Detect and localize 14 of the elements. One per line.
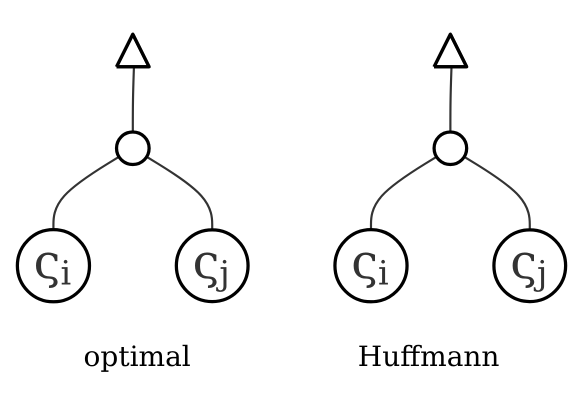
node-circle: ς$_{j}$ bbox=[174, 228, 250, 304]
node-circle: ς$_{i}$ bbox=[333, 228, 409, 304]
node-circle bbox=[432, 130, 468, 166]
connector bbox=[370, 156, 438, 230]
connector bbox=[146, 156, 214, 230]
connector bbox=[464, 156, 531, 230]
connector bbox=[52, 156, 120, 230]
connector bbox=[132, 68, 135, 132]
node-circle: ς$_{j}$ bbox=[492, 228, 568, 304]
connector bbox=[449, 68, 453, 132]
node-circle bbox=[114, 130, 151, 166]
caption-text: optimal bbox=[84, 340, 191, 373]
caption-text: Huffmann bbox=[358, 340, 500, 373]
node-circle: ς$_{i}$ bbox=[16, 228, 92, 304]
